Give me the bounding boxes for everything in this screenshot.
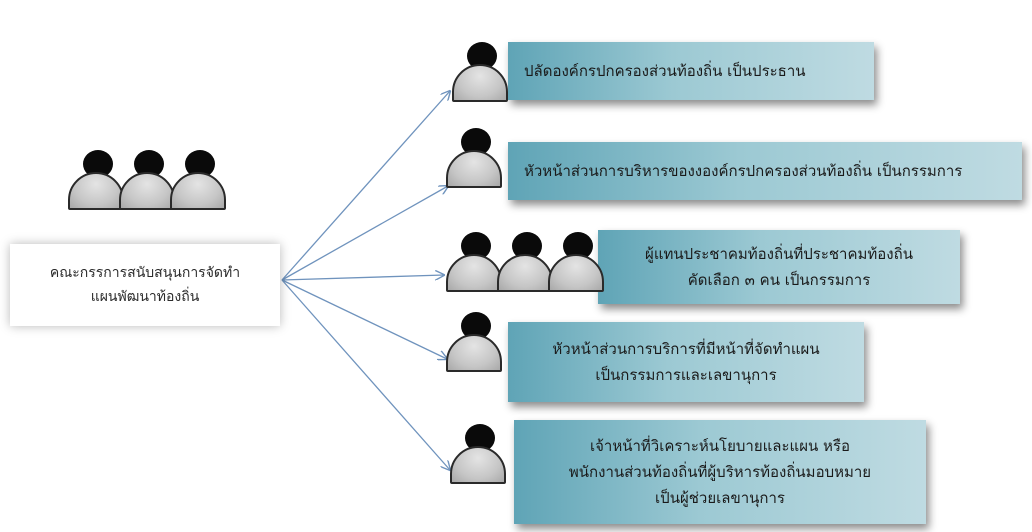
- arrow-to-member-3: [281, 275, 444, 281]
- committee-box: คณะกรรการสนับสนุนการจัดทำ แผนพัฒนาท้องถิ…: [10, 244, 280, 326]
- member-1-line-1: ปลัดองค์กรปกครองส่วนท้องถิ่น เป็นประธาน: [524, 61, 806, 80]
- member-box-admin-head: หัวหน้าส่วนการบริหารของงองค์กรปกครองส่วน…: [508, 142, 1022, 200]
- person-icon: [446, 232, 504, 294]
- person-icon: [497, 232, 555, 294]
- arrow-to-member-2: [281, 186, 448, 281]
- member-2-line-1: หัวหน้าส่วนการบริหารของงองค์กรปกครองส่วน…: [524, 161, 963, 180]
- member-5-line-1: เจ้าหน้าที่วิเคราะห์นโยบายและแผน หรือ: [590, 436, 850, 455]
- member-4-line-2: เป็นกรรมการและเลขานุการ: [595, 366, 777, 384]
- member-5-line-2: พนักงานส่วนท้องถิ่นที่ผู้บริหารท้องถิ่นม…: [568, 462, 872, 481]
- member-3-line-1: ผู้แทนประชาคมท้องถิ่นที่ประชาคมท้องถิ่น: [645, 244, 913, 263]
- committee-title-line-2: แผนพัฒนาท้องถิ่น: [90, 289, 200, 305]
- arrow-to-member-5: [281, 279, 450, 470]
- person-icon: [170, 150, 228, 212]
- member-box-secretary: หัวหน้าส่วนการบริการที่มีหน้าที่จัดทำแผน…: [508, 322, 864, 402]
- person-icon: [452, 42, 510, 104]
- member-4-line-1: หัวหน้าส่วนการบริการที่มีหน้าที่จัดทำแผน: [552, 339, 820, 358]
- arrow-to-member-4: [281, 279, 447, 359]
- member-box-community-reps: ผู้แทนประชาคมท้องถิ่นที่ประชาคมท้องถิ่น …: [598, 230, 960, 304]
- arrow-to-member-1: [281, 91, 450, 281]
- member-3-line-2: คัดเลือก ๓ คน เป็นกรรมการ: [687, 271, 871, 289]
- person-icon: [119, 150, 177, 212]
- member-5-line-3: เป็นผู้ช่วยเลขานุการ: [655, 489, 785, 508]
- person-icon: [446, 312, 504, 374]
- member-box-chairman: ปลัดองค์กรปกครองส่วนท้องถิ่น เป็นประธาน: [508, 42, 874, 100]
- member-box-assistant-secretary: เจ้าหน้าที่วิเคราะห์นโยบายและแผน หรือ พน…: [514, 420, 926, 524]
- person-icon: [450, 424, 508, 486]
- person-icon: [548, 232, 606, 294]
- committee-title-line-1: คณะกรรการสนับสนุนการจัดทำ: [49, 264, 241, 281]
- person-icon: [446, 128, 504, 190]
- person-icon: [68, 150, 126, 212]
